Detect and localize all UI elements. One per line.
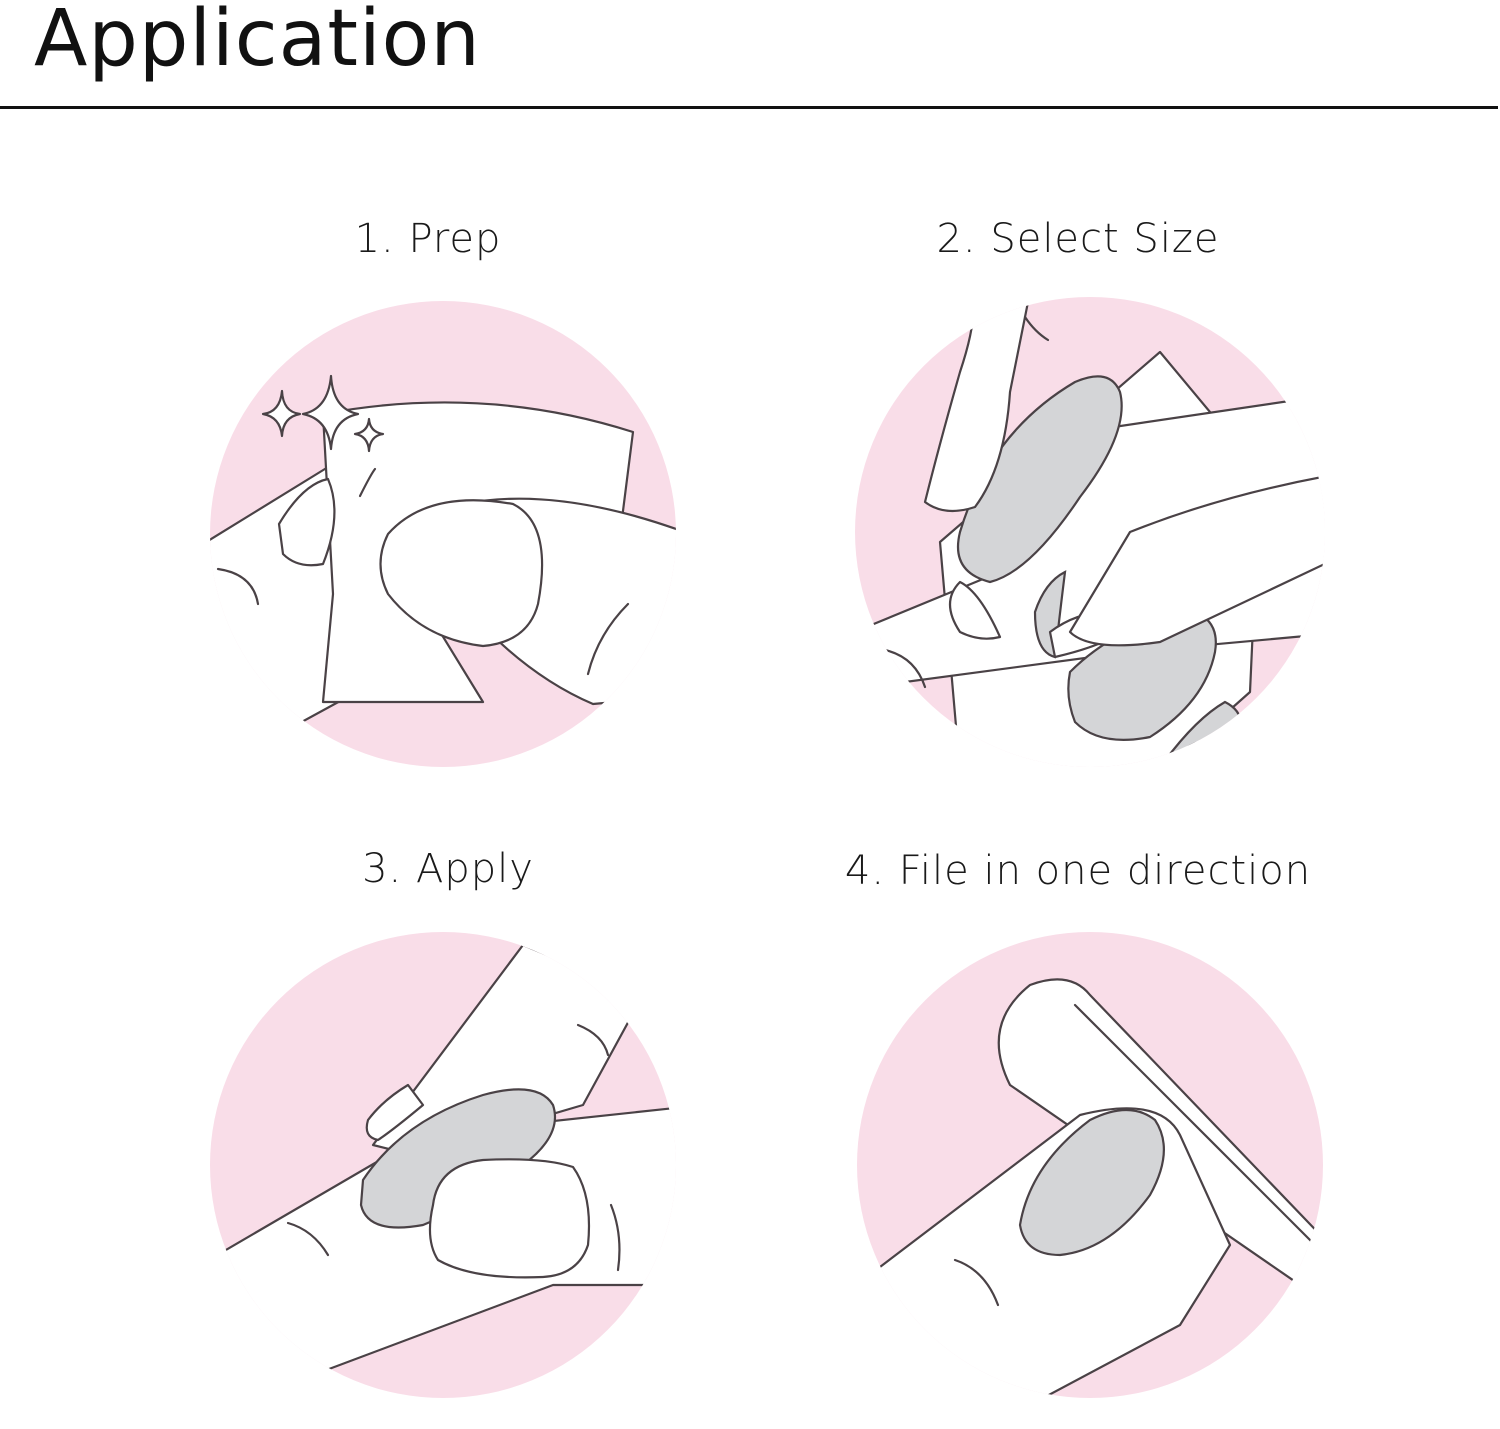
step-1-label: 1. Prep: [354, 216, 502, 262]
page-title: Application: [34, 0, 481, 84]
apply-nail-icon: [183, 905, 703, 1425]
step-2-label: 2. Select Size: [936, 216, 1220, 262]
nail-prep-wipe-icon: [183, 274, 703, 794]
file-nail-icon: [830, 905, 1350, 1425]
select-nail-size-icon: [830, 272, 1350, 792]
step-4-label: 4. File in one direction: [844, 848, 1312, 894]
title-divider: [0, 106, 1498, 109]
step-3-label: 3. Apply: [362, 846, 534, 892]
